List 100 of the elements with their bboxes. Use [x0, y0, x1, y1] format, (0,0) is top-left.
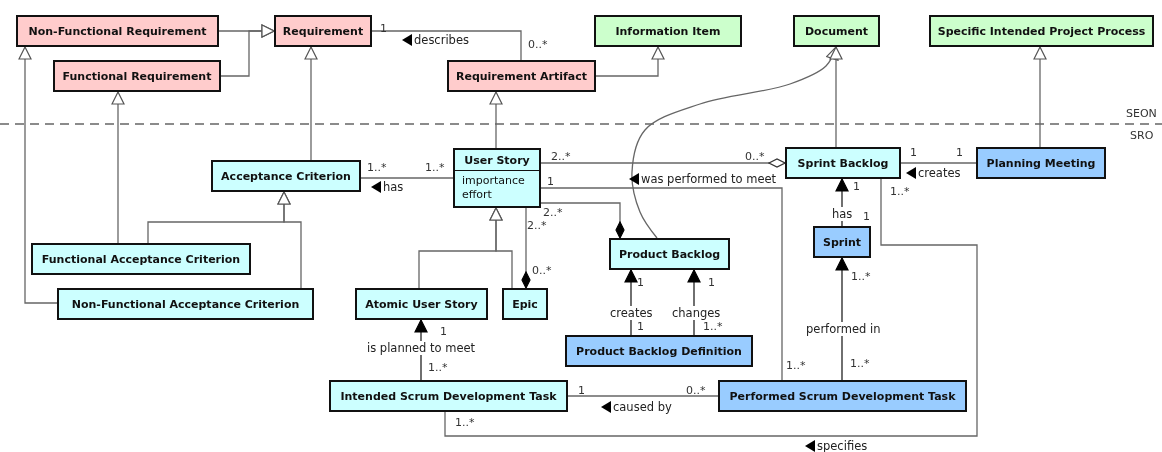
generalization-arrow — [304, 46, 318, 161]
association-line — [567, 395, 719, 397]
class-name: Sprint Backlog — [797, 156, 889, 170]
class-name: Product Backlog Definition — [576, 344, 742, 358]
class-name: Functional Acceptance Criterion — [41, 252, 241, 266]
edge-label: is planned to meet — [366, 341, 477, 355]
association-line — [900, 162, 977, 164]
class-box — [211, 160, 361, 192]
class-box — [447, 60, 596, 92]
multiplicity-label: 1 — [637, 276, 644, 289]
class-name: Specific Intended Project Process — [937, 24, 1146, 38]
generalization-arrow — [489, 91, 503, 149]
association-line — [371, 30, 522, 61]
class-box — [718, 380, 967, 412]
class-name: User Story — [455, 150, 539, 171]
class-box — [929, 15, 1154, 47]
layer-label: SRO — [1130, 129, 1154, 142]
edge-label: has — [831, 207, 854, 221]
class-name: Document — [804, 24, 869, 38]
multiplicity-label: 1 — [910, 146, 917, 159]
class-box — [813, 226, 871, 258]
class-box — [976, 147, 1106, 179]
generalization-arrow — [277, 191, 302, 289]
class-name: Epic — [512, 297, 538, 311]
association-line — [540, 187, 783, 381]
multiplicity-label: 0..* — [745, 150, 765, 163]
class-box — [274, 15, 372, 47]
multiplicity-label: 1..* — [850, 357, 870, 370]
class-name: Information Item — [615, 24, 721, 38]
multiplicity-label: 1..* — [425, 161, 445, 174]
multiplicity-label: 1..* — [367, 161, 387, 174]
class-name: Atomic User Story — [365, 297, 478, 311]
multiplicity-label: 1..* — [455, 416, 475, 429]
multiplicity-label: 1 — [547, 175, 554, 188]
generalization-arrow — [220, 24, 275, 77]
generalization-arrow — [1033, 46, 1047, 148]
multiplicity-label: 1..* — [851, 270, 871, 283]
composition-line — [521, 207, 531, 289]
class-name: Sprint — [822, 235, 862, 249]
class-box — [609, 238, 730, 270]
composition-line — [540, 202, 625, 239]
generalization-arrow — [829, 46, 843, 148]
class-box — [16, 15, 219, 47]
class-box — [355, 288, 488, 320]
generalization-arrow — [631, 46, 839, 239]
multiplicity-label: 0..* — [528, 38, 548, 51]
multiplicity-label: 1 — [853, 180, 860, 193]
edge-label: creates — [609, 306, 654, 320]
multiplicity-label: 1..* — [703, 320, 723, 333]
multiplicity-label: 1 — [863, 210, 870, 223]
class-box — [565, 335, 753, 367]
association-line — [444, 178, 978, 437]
association-line — [360, 177, 454, 179]
multiplicity-label: 1..* — [786, 359, 806, 372]
multiplicity-label: 2..* — [551, 150, 571, 163]
multiplicity-label: 2..* — [527, 219, 547, 232]
multiplicity-label: 1 — [637, 320, 644, 333]
class-name: Non-Functional Acceptance Criterion — [71, 297, 300, 311]
aggregation-line — [540, 158, 786, 168]
multiplicity-label: 1 — [578, 384, 585, 397]
multiplicity-label: 1 — [708, 276, 715, 289]
class-box — [502, 288, 548, 320]
class-name: Non-Functional Requirement — [28, 24, 207, 38]
class-name: Planning Meeting — [986, 156, 1096, 170]
multiplicity-label: 1 — [380, 22, 387, 35]
class-name: Intended Scrum Development Task — [340, 389, 557, 403]
class-box — [31, 243, 251, 275]
multiplicity-label: 1..* — [428, 361, 448, 374]
class-box — [57, 288, 314, 320]
attribute-text: importance — [461, 173, 525, 188]
class-name: Performed Scrum Development Task — [729, 389, 956, 403]
layer-label: SEON — [1126, 107, 1157, 120]
class-name: Product Backlog — [618, 247, 721, 261]
generalization-arrow — [489, 207, 513, 289]
edge-label: was performed to meet — [641, 172, 777, 186]
class-name: Functional Requirement — [62, 69, 212, 83]
edge-label: changes — [671, 306, 722, 320]
class-box — [785, 147, 901, 179]
edge-label: caused by — [613, 400, 672, 414]
multiplicity-label: 1 — [956, 146, 963, 159]
class-box — [53, 60, 221, 92]
class-name: Requirement Artifact — [455, 69, 588, 83]
generalization-arrow — [18, 46, 58, 304]
multiplicity-label: 0..* — [686, 384, 706, 397]
multiplicity-label: 1 — [440, 325, 447, 338]
edge-label: performed in — [805, 322, 882, 336]
class-name: Acceptance Criterion — [221, 169, 351, 183]
class-box — [453, 148, 541, 208]
class-box — [594, 15, 742, 47]
association-line — [835, 257, 849, 381]
edge-label: has — [383, 180, 404, 194]
class-box — [793, 15, 880, 47]
edge-label: creates — [918, 166, 961, 180]
class-name: Requirement — [282, 24, 364, 38]
multiplicity-label: 0..* — [532, 264, 552, 277]
generalization-arrow — [595, 46, 665, 77]
generalization-arrow — [111, 91, 125, 244]
attribute-text: effort — [461, 188, 492, 202]
class-box — [329, 380, 568, 412]
multiplicity-label: 1..* — [890, 185, 910, 198]
